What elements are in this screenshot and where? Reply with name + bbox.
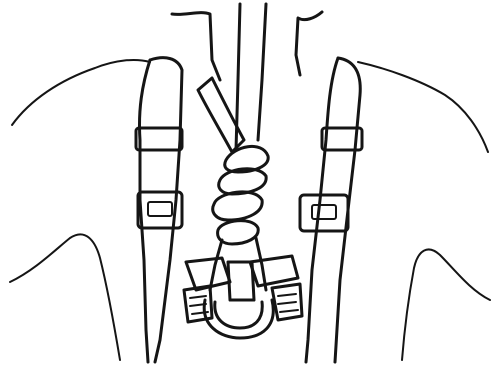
tie-in-loop-inner: [215, 302, 262, 328]
left-upper-buckle: [136, 128, 182, 150]
right-lower-buckle: [300, 195, 348, 231]
left-armpit-outline: [10, 234, 120, 360]
right-armpit-outline: [402, 249, 490, 360]
tie-in-right-block: [250, 256, 298, 286]
right-shoulder-outline: [358, 62, 488, 152]
collar-right: [296, 12, 322, 75]
tie-in-texture-right: [278, 294, 298, 312]
left-strap: [150, 58, 182, 362]
right-lower-buckle-slot: [312, 205, 336, 219]
right-strap-inner: [306, 58, 338, 362]
knot-wrap-4: [218, 221, 259, 244]
knot-strand-left: [210, 240, 222, 290]
left-shoulder-outline: [12, 60, 150, 125]
tie-in-center-block: [228, 262, 254, 300]
rope-right-line: [258, 4, 266, 140]
collar-left: [172, 13, 220, 80]
left-lower-buckle-slot: [148, 202, 172, 216]
knot-wrap-3: [213, 192, 262, 220]
